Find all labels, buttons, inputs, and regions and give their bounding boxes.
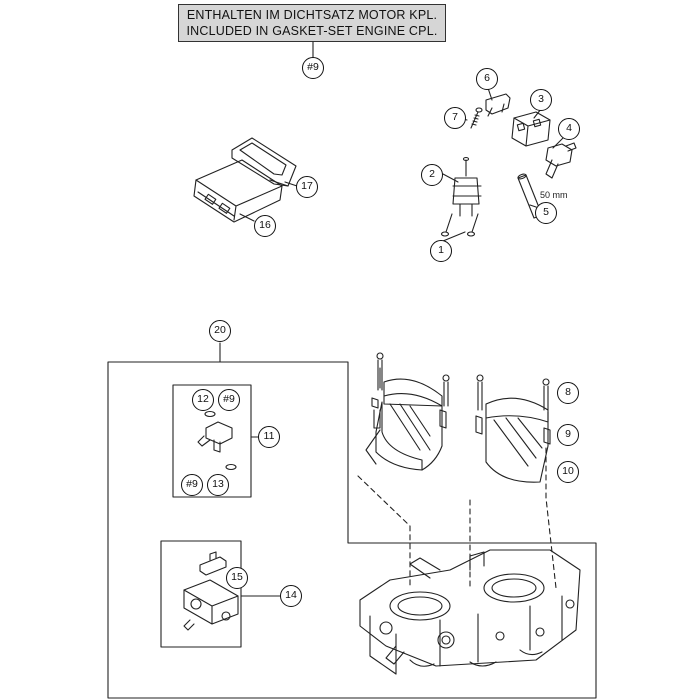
- note-line-german: ENTHALTEN IM DICHTSATZ MOTOR KPL.: [186, 8, 438, 22]
- callout-8: 8: [557, 382, 579, 404]
- callout-9-manifold: 9: [557, 424, 579, 446]
- hose-length-label: 50 mm: [540, 190, 568, 200]
- callout-5: 5: [535, 202, 557, 224]
- gasket-set-note: ENTHALTEN IM DICHTSATZ MOTOR KPL. INCLUD…: [178, 4, 446, 42]
- callout-3: 3: [530, 89, 552, 111]
- callout-15: 15: [226, 567, 248, 589]
- callout-4: 4: [558, 118, 580, 140]
- callout-7: 7: [444, 107, 466, 129]
- callout-20: 20: [209, 320, 231, 342]
- callout-9-injector-bottom: #9: [181, 474, 203, 496]
- callout-12: 12: [192, 389, 214, 411]
- note-line-english: INCLUDED IN GASKET-SET ENGINE CPL.: [186, 24, 438, 38]
- callout-9-gasket: #9: [302, 57, 324, 79]
- callout-13: 13: [207, 474, 229, 496]
- callout-6: 6: [476, 68, 498, 90]
- callout-17: 17: [296, 176, 318, 198]
- callout-1: 1: [430, 240, 452, 262]
- callout-2: 2: [421, 164, 443, 186]
- callout-9-injector-top: #9: [218, 389, 240, 411]
- callout-11: 11: [258, 426, 280, 448]
- callout-14: 14: [280, 585, 302, 607]
- callout-10: 10: [557, 461, 579, 483]
- callout-16: 16: [254, 215, 276, 237]
